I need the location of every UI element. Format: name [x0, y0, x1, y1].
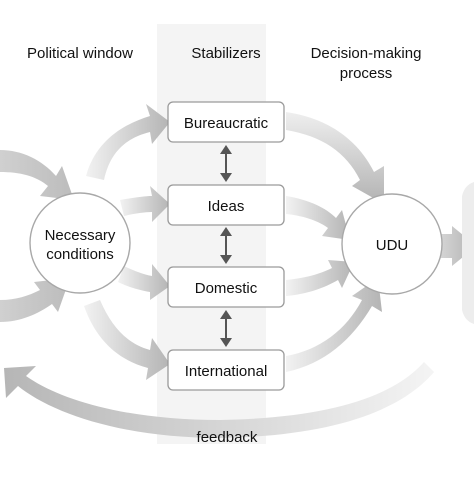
flow-arrow-to-domestic — [118, 264, 170, 300]
box-domestic — [167, 266, 285, 308]
double-arrow-ideas-domestic — [220, 227, 232, 264]
necessary-conditions-line1: Necessary — [45, 227, 116, 244]
flow-arrow-left-bottom — [0, 278, 70, 322]
necessary-conditions-line2: conditions — [46, 246, 114, 263]
box-ideas — [167, 184, 285, 226]
flow-arrow-right-edge — [462, 182, 474, 324]
feedback-arrow — [4, 362, 434, 438]
label-ideas: Ideas — [208, 198, 245, 215]
flow-arrow-ideas-to-udu — [286, 196, 350, 240]
flow-arrow-bureaucratic-to-udu — [286, 112, 384, 204]
flow-arrow-to-ideas — [120, 186, 170, 222]
box-international — [167, 349, 285, 391]
flow-arrow-to-bureaucratic — [86, 104, 170, 180]
label-domestic: Domestic — [195, 280, 258, 297]
double-arrow-bureaucratic-ideas — [220, 145, 232, 182]
label-international: International — [185, 363, 268, 380]
header-decision-process: process — [340, 65, 393, 82]
necessary-conditions-node — [29, 192, 131, 294]
header-decision-making: Decision-making — [311, 45, 422, 62]
flow-arrow-domestic-to-udu — [286, 260, 354, 296]
udu-label: UDU — [376, 237, 409, 254]
feedback-label: feedback — [197, 429, 258, 446]
label-bureaucratic: Bureaucratic — [184, 115, 269, 132]
header-political-window: Political window — [27, 45, 133, 62]
flow-arrow-to-international — [84, 300, 170, 380]
box-bureaucratic — [167, 101, 285, 143]
double-arrow-domestic-international — [220, 310, 232, 347]
header-stabilizers: Stabilizers — [191, 45, 260, 62]
udu-node — [341, 193, 443, 295]
flow-arrow-left-top — [0, 150, 74, 200]
